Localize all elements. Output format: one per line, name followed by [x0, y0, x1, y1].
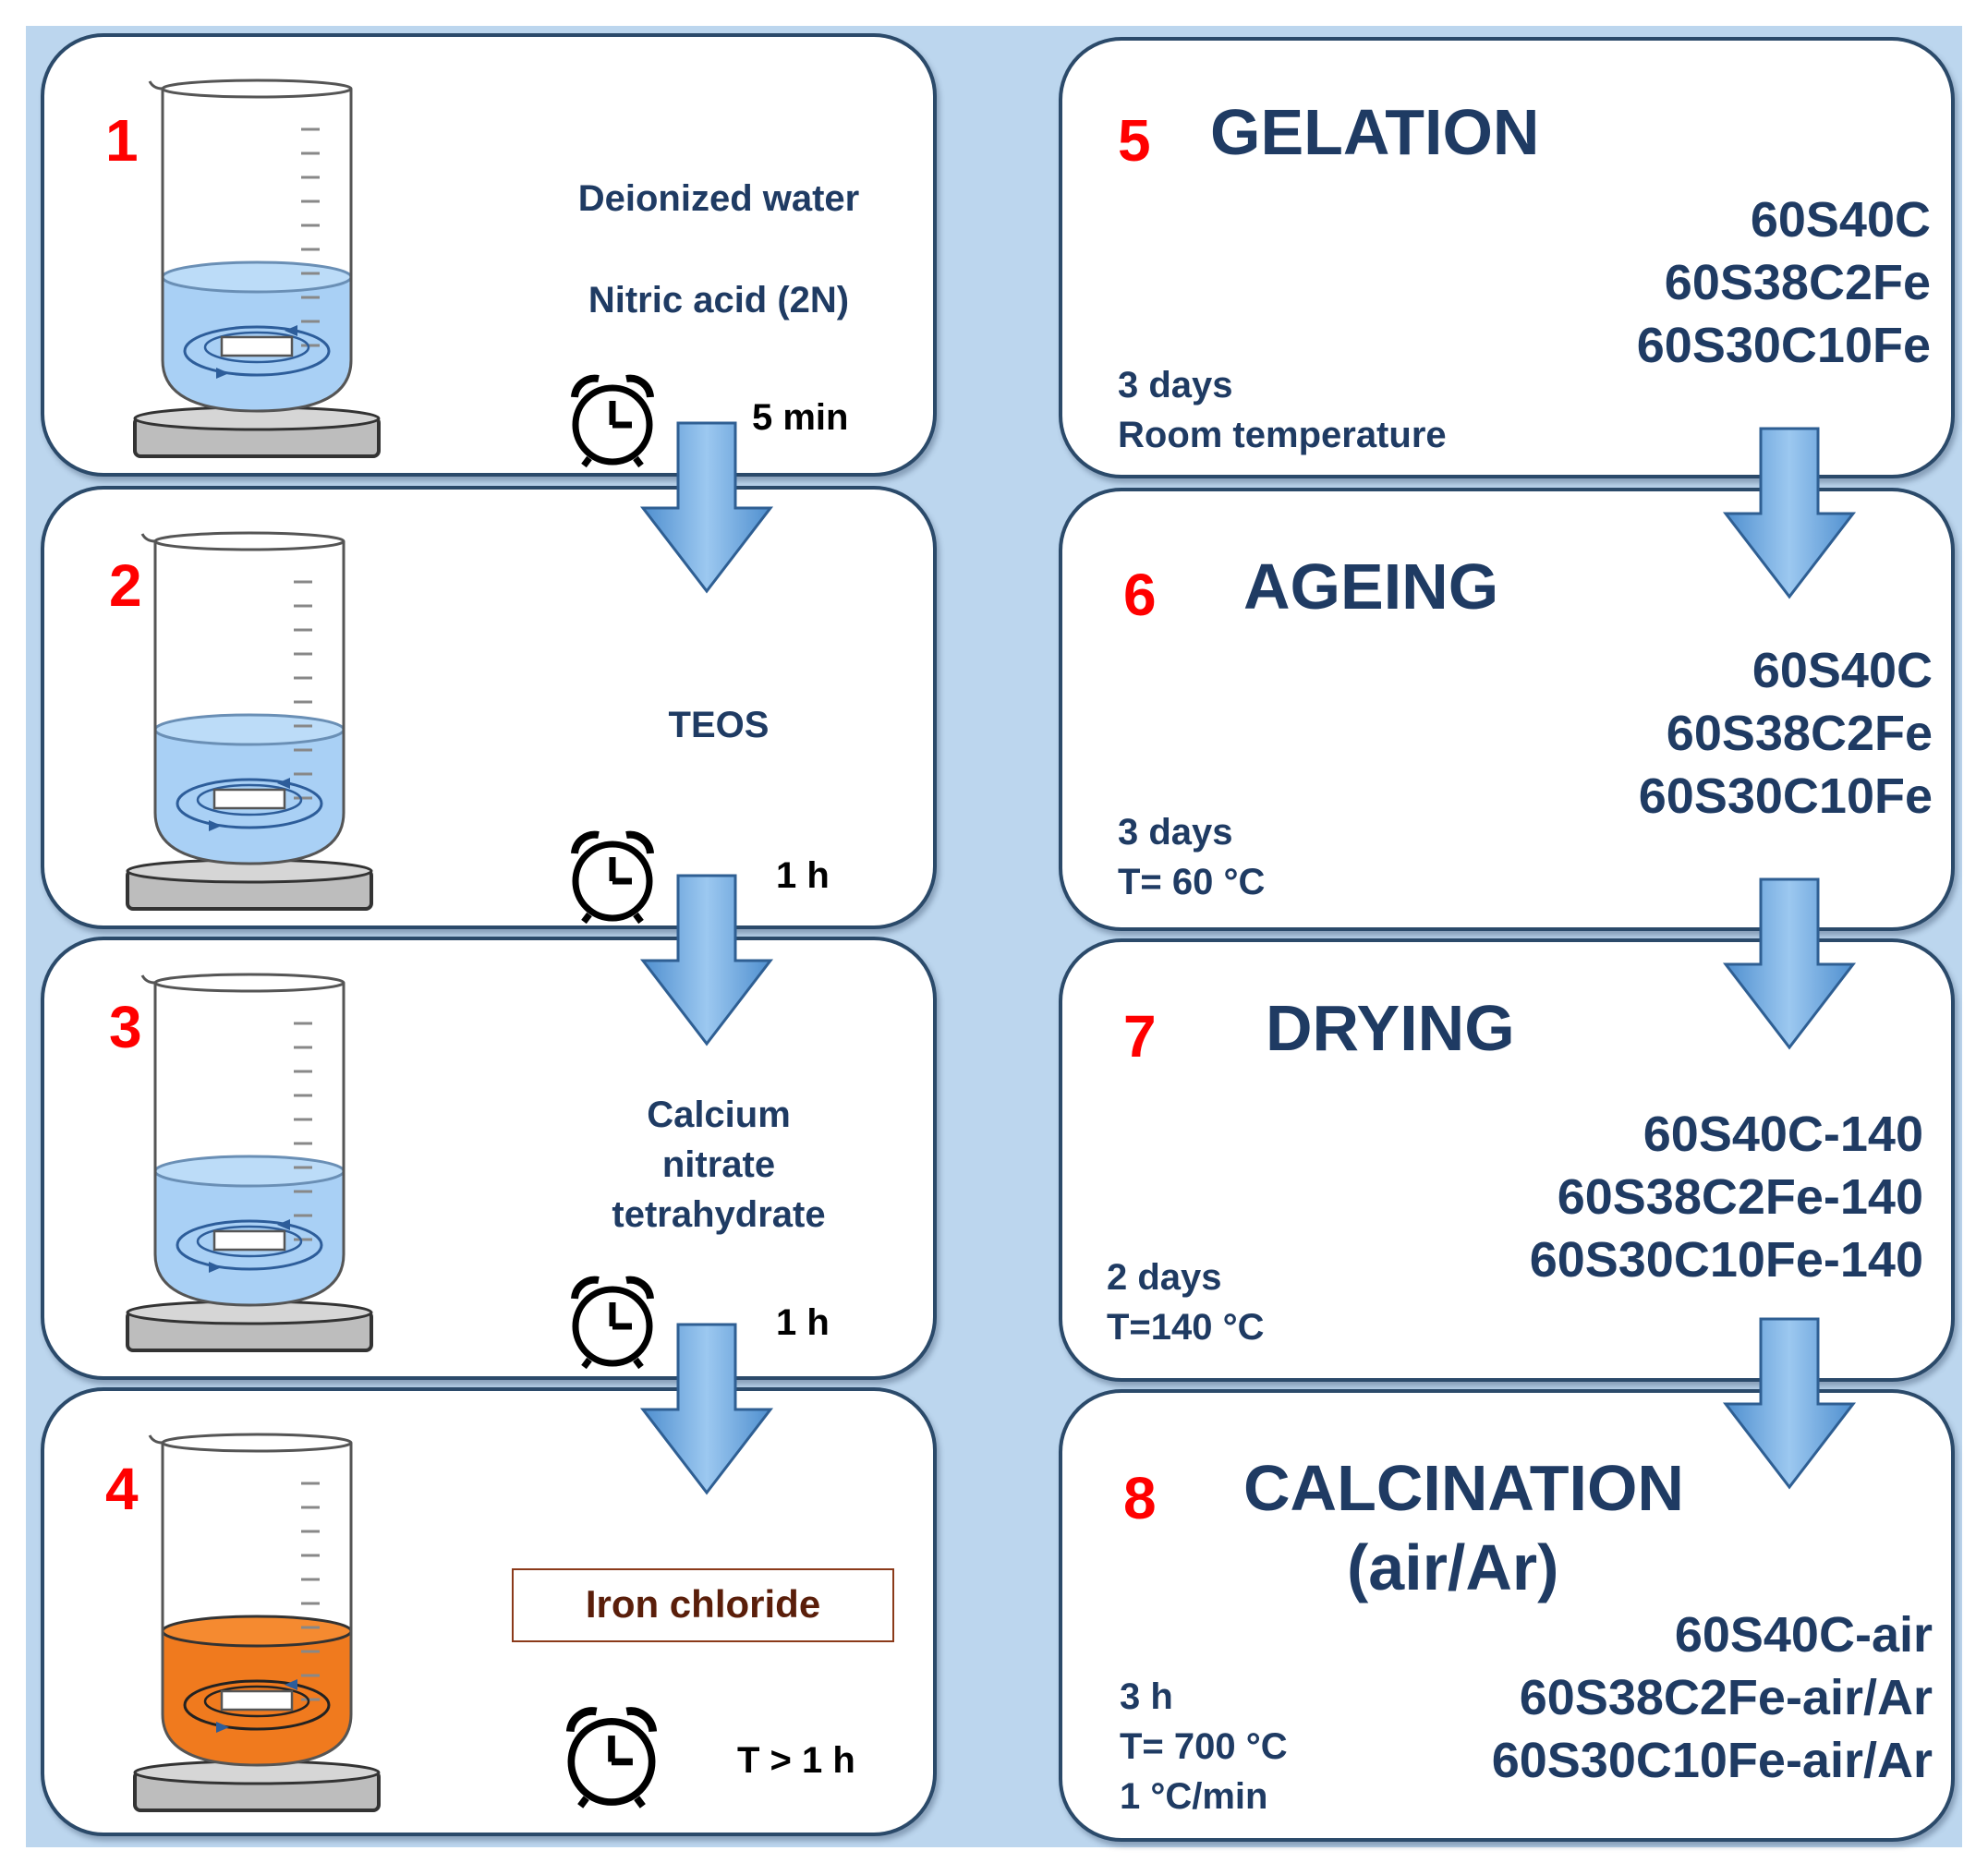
sample-list: 60S40C 60S38C2Fe 60S30C10Fe: [1637, 188, 1931, 377]
reagent-line-1: Calcium: [647, 1095, 791, 1135]
sample-name: 60S30C10Fe: [1636, 318, 1931, 373]
step-panel-5: 5 GELATION 60S40C 60S38C2Fe 60S30C10Fe 3…: [1059, 37, 1955, 478]
sample-name: 60S38C2Fe-140: [1557, 1169, 1923, 1225]
hot-plate-icon: [133, 1760, 381, 1812]
sample-list: 60S40C-140 60S38C2Fe-140 60S30C10Fe-140: [1530, 1103, 1923, 1291]
condition-line: 3 days: [1118, 812, 1233, 853]
down-arrow-icon: [639, 1323, 774, 1495]
alarm-clock-icon: [571, 830, 654, 925]
step-title: GELATION: [1210, 96, 1540, 168]
condition-line: 2 days: [1107, 1257, 1222, 1298]
reagent-line-3: tetrahydrate: [612, 1194, 826, 1235]
step-number: 6: [1123, 562, 1157, 628]
condition-line: T=140 °C: [1107, 1307, 1265, 1348]
condition-line: T= 60 °C: [1118, 862, 1266, 902]
sample-list: 60S40C-air 60S38C2Fe-air/Ar 60S30C10Fe-a…: [1492, 1603, 1933, 1792]
sample-name: 60S30C10Fe-air/Ar: [1491, 1733, 1933, 1788]
step-panel-4: 4 Iron chloride T > 1 h: [41, 1387, 937, 1836]
hot-plate-icon: [126, 858, 373, 911]
hot-plate-icon: [126, 1300, 373, 1352]
sample-list: 60S40C 60S38C2Fe 60S30C10Fe: [1639, 639, 1933, 828]
stir-bar-icon: [176, 1219, 323, 1273]
conditions: 2 days T=140 °C: [1107, 1252, 1265, 1352]
reagent-label: TEOS: [488, 700, 950, 750]
hot-plate-icon: [133, 405, 381, 458]
step-panel-8: 8 CALCINATION (air/Ar) 60S40C-air 60S38C…: [1059, 1389, 1955, 1842]
step-title: AGEING: [1243, 550, 1499, 623]
step-number: 8: [1123, 1465, 1157, 1531]
reagent-line-1: TEOS: [668, 705, 770, 745]
step-subtitle: (air/Ar): [1347, 1531, 1559, 1603]
step-panel-1: 1 Deionized water Nitric acid (2N) 5 min: [41, 33, 937, 477]
sample-name: 60S30C10Fe-140: [1529, 1232, 1923, 1288]
condition-line: 3 days: [1118, 365, 1233, 405]
time-label: T > 1 h: [737, 1740, 855, 1781]
step-title: DRYING: [1266, 992, 1515, 1064]
sample-name: 60S40C: [1752, 643, 1933, 698]
down-arrow-icon: [1722, 427, 1857, 599]
stir-bar-icon: [183, 325, 331, 379]
sample-name: 60S38C2Fe: [1666, 706, 1933, 761]
alarm-clock-icon: [565, 1707, 658, 1808]
step-number: 1: [105, 107, 139, 174]
reagent-line-1: Deionized water: [577, 178, 860, 219]
sample-name: 60S38C2Fe: [1664, 255, 1931, 310]
iron-chloride-box: Iron chloride: [512, 1568, 894, 1642]
beaker-icon: [126, 531, 373, 911]
step-panel-7: 7 DRYING 60S40C-140 60S38C2Fe-140 60S30C…: [1059, 938, 1955, 1382]
down-arrow-icon: [639, 421, 774, 594]
step-number: 2: [109, 552, 142, 619]
step-number: 5: [1118, 107, 1151, 174]
sample-name: 60S40C-140: [1643, 1107, 1923, 1162]
reagent-line-2: nitrate: [661, 1144, 776, 1185]
down-arrow-icon: [1722, 1317, 1857, 1490]
reagent-label: Calcium nitrate tetrahydrate: [488, 1090, 950, 1240]
beaker-icon: [133, 1433, 381, 1812]
conditions: 3 h T= 700 °C 1 °C/min: [1120, 1672, 1288, 1821]
time-label: 5 min: [752, 397, 849, 438]
reagent-line-2: Nitric acid (2N): [588, 280, 850, 321]
condition-line: 1 °C/min: [1120, 1776, 1268, 1817]
sample-name: 60S38C2Fe-air/Ar: [1519, 1670, 1933, 1725]
step-panel-3: 3 Calcium nitrate tetrahydrate 1 h: [41, 937, 937, 1380]
reagent-label: Deionized water Nitric acid (2N): [488, 174, 950, 325]
alarm-clock-icon: [571, 1276, 654, 1370]
sample-name: 60S40C: [1750, 192, 1931, 248]
time-label: 1 h: [776, 855, 830, 896]
conditions: 3 days Room temperature: [1118, 360, 1447, 460]
step-title: CALCINATION: [1243, 1452, 1684, 1524]
condition-line: 3 h: [1120, 1676, 1173, 1717]
sample-name: 60S40C-air: [1674, 1607, 1933, 1663]
stir-bar-icon: [183, 1679, 331, 1733]
step-number: 3: [109, 994, 142, 1060]
conditions: 3 days T= 60 °C: [1118, 807, 1265, 907]
sample-name: 60S30C10Fe: [1638, 768, 1933, 824]
beaker-glass: [148, 79, 353, 413]
alarm-clock-icon: [571, 374, 654, 468]
time-label: 1 h: [776, 1302, 830, 1343]
condition-line: T= 700 °C: [1120, 1726, 1288, 1767]
step-panel-2: 2 TEOS 1 h: [41, 486, 937, 929]
condition-line: Room temperature: [1118, 415, 1447, 455]
stir-bar-icon: [176, 778, 323, 831]
down-arrow-icon: [1722, 877, 1857, 1050]
beaker-icon: [133, 79, 381, 458]
down-arrow-icon: [639, 874, 774, 1046]
step-number: 7: [1123, 1003, 1157, 1070]
beaker-icon: [126, 973, 373, 1352]
step-number: 4: [105, 1456, 139, 1522]
